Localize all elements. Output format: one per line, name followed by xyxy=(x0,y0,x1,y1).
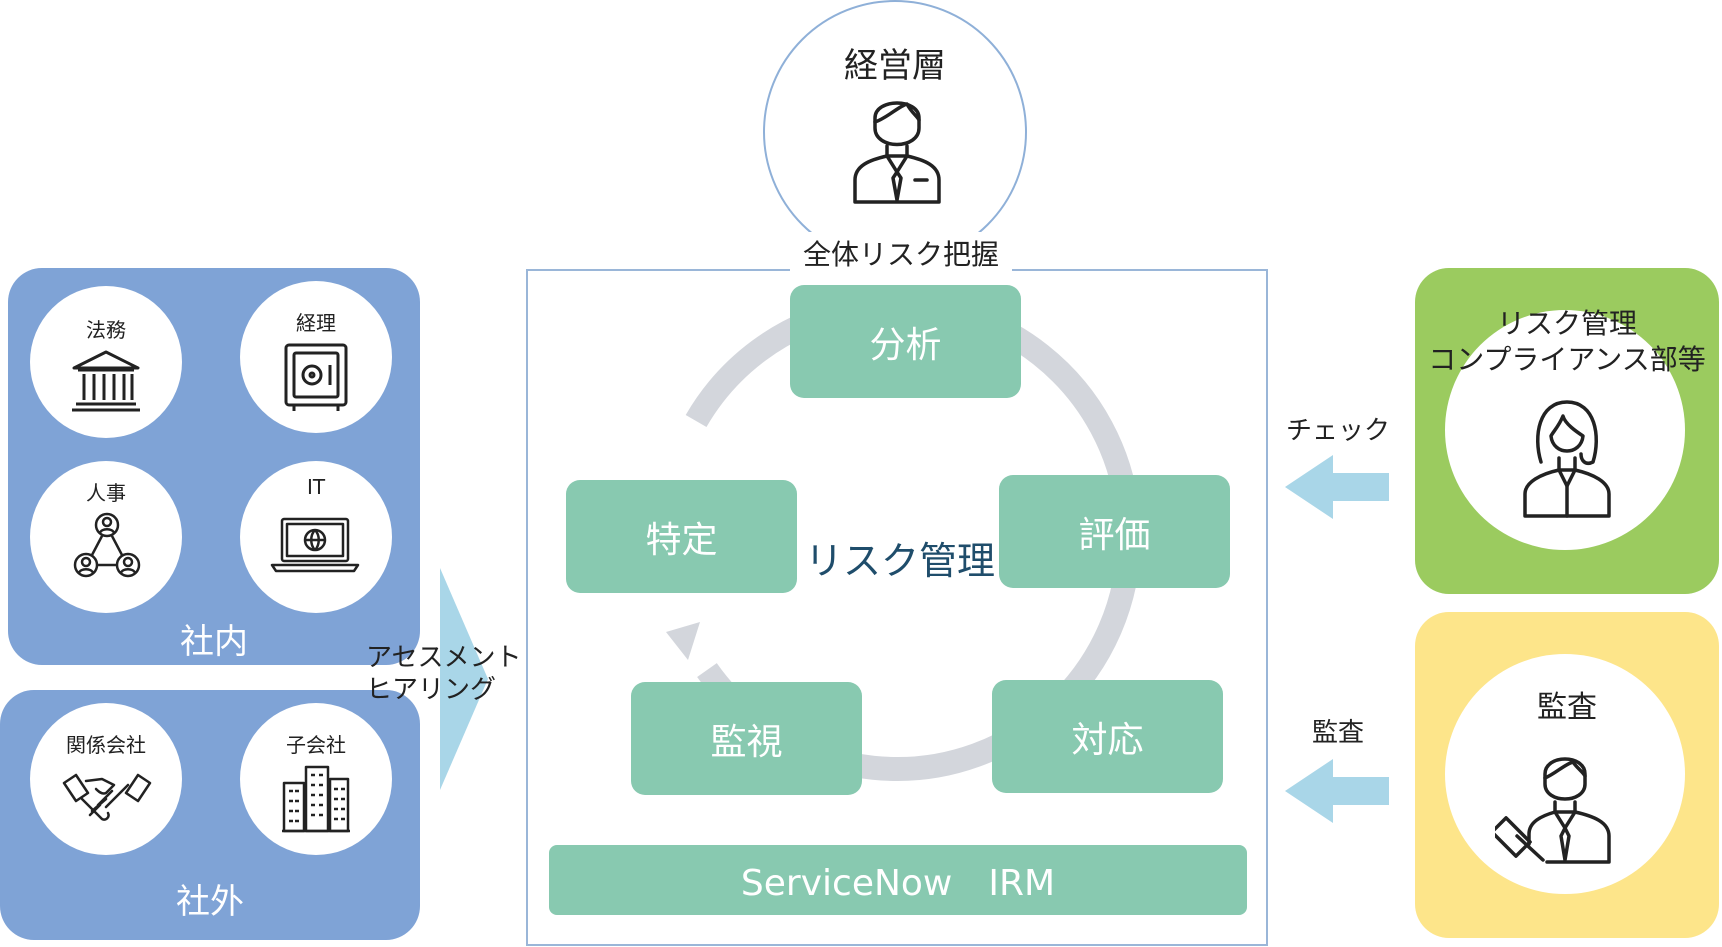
internal-item-hr: 人事 xyxy=(30,461,182,613)
compliance-line1: リスク管理 xyxy=(1496,307,1637,340)
businessman-icon xyxy=(853,101,941,204)
external-item-affiliates: 関係会社 xyxy=(30,703,182,855)
buildings-icon xyxy=(282,765,350,833)
step-evaluation: 評価 xyxy=(999,475,1230,588)
bank-building-icon xyxy=(72,350,140,412)
compliance-circle xyxy=(1445,310,1685,550)
assessment-arrow xyxy=(440,568,488,790)
audit-arrow-label: 監査 xyxy=(1311,718,1364,748)
audit-title: 監査 xyxy=(1537,690,1597,725)
subsidiaries-label: 子会社 xyxy=(286,733,346,757)
check-arrow xyxy=(1285,455,1389,519)
servicenow-irm-bar: ServiceNow IRM xyxy=(549,845,1247,915)
laptop-globe-icon xyxy=(270,517,360,573)
cycle-arrowhead xyxy=(666,622,700,660)
step-response: 対応 xyxy=(992,680,1223,793)
affiliates-label: 関係会社 xyxy=(66,733,146,757)
internal-item-it: IT xyxy=(240,461,392,613)
hr-label: 人事 xyxy=(86,481,126,505)
compliance-line2: コンプライアンス部等 xyxy=(1428,343,1706,376)
step-identification: 特定 xyxy=(566,480,797,593)
legal-label: 法務 xyxy=(86,318,126,342)
internal-item-accounting: 経理 xyxy=(240,281,392,433)
judge-gavel-icon xyxy=(1495,757,1611,864)
step-analysis: 分析 xyxy=(790,285,1021,398)
audit-arrow xyxy=(1285,759,1389,823)
safe-icon xyxy=(284,343,348,411)
external-panel: 関係会社 子会社 社外 xyxy=(0,690,420,940)
step-monitoring: 監視 xyxy=(631,682,862,795)
internal-item-legal: 法務 xyxy=(30,286,182,438)
internal-title: 社内 xyxy=(180,622,248,662)
audit-panel: 監査 xyxy=(1415,612,1719,938)
handshake-icon xyxy=(62,773,152,821)
assessment-line2: ヒアリング xyxy=(366,675,497,705)
executive-circle: 経営層 xyxy=(763,0,1027,264)
it-label: IT xyxy=(306,475,326,499)
executive-caption: 全体リスク把握 xyxy=(790,232,1012,278)
internal-panel: 法務 経理 人事 xyxy=(8,268,420,665)
risk-center-label: リスク管理 xyxy=(804,539,995,583)
org-people-icon xyxy=(73,512,141,578)
check-label: チェック xyxy=(1285,416,1390,446)
assessment-line1: アセスメント xyxy=(366,643,522,673)
compliance-panel: リスク管理 コンプライアンス部等 xyxy=(1415,268,1719,594)
accounting-label: 経理 xyxy=(296,311,336,335)
external-title: 社外 xyxy=(176,882,244,922)
external-item-subsidiaries: 子会社 xyxy=(240,703,392,855)
executive-title: 経営層 xyxy=(844,46,946,86)
assessment-label: アセスメント ヒアリング xyxy=(366,642,532,706)
businesswoman-icon xyxy=(1523,400,1611,518)
